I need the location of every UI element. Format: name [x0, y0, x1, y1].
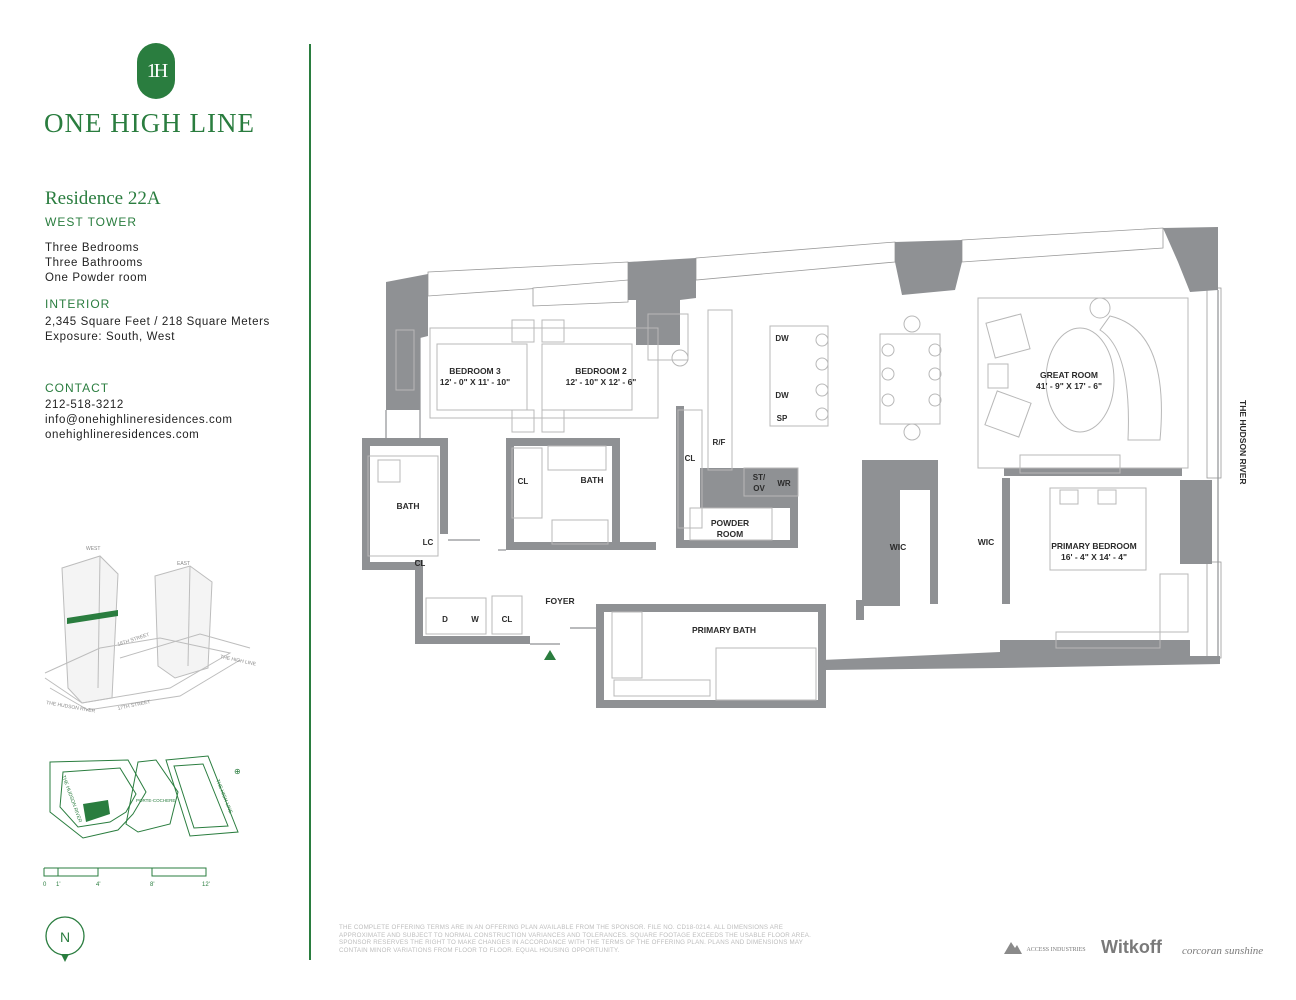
room-powder-1: POWDER — [711, 518, 749, 528]
access-industries-text: ACCESS INDUSTRIES — [1026, 947, 1086, 953]
fixture-lc: LC — [423, 538, 434, 547]
fixture-w: W — [471, 615, 479, 624]
room-bath-mid: BATH — [581, 475, 604, 485]
street-label: 18TH STREET — [117, 632, 151, 648]
site-label: THE HUDSON RIVER — [60, 775, 83, 824]
compass-icon: N — [45, 916, 85, 962]
fixture-st: ST/ — [753, 473, 766, 482]
room-primary-bedroom-name: PRIMARY BEDROOM — [1051, 541, 1136, 551]
interior-area: 2,345 Square Feet / 218 Square Meters — [45, 316, 270, 328]
corcoran-sunshine-logo: corcoran sunshine — [1182, 945, 1264, 957]
key-plan-towers: WEST EAST 18TH STREET THE HIGH LINE THE … — [44, 546, 257, 713]
site-plan: THE HUDSON RIVER PORTE-COCHERE THE HIGH … — [49, 755, 241, 839]
scale-tick: 4' — [96, 882, 100, 888]
fixture-ov: OV — [753, 484, 765, 493]
contact-phone[interactable]: 212-518-3212 — [45, 399, 124, 411]
feature-item: Three Bathrooms — [45, 257, 143, 269]
scale-tick: 8' — [150, 882, 154, 888]
unit-floor-highlight — [67, 610, 118, 624]
scale-bar: 0 1' 4' 8' 12' — [43, 867, 210, 888]
furniture — [367, 297, 1189, 701]
room-great-name: GREAT ROOM — [1040, 370, 1098, 380]
room-bedroom3-dims: 12' - 0" X 11' - 10" — [440, 377, 510, 387]
room-primary-bedroom-dims: 16' - 4" X 14' - 4" — [1061, 552, 1127, 562]
interior-heading: INTERIOR — [45, 297, 111, 311]
sidebar: 1H ONE HIGH LINE Residence 22A WEST TOWE… — [0, 0, 310, 1000]
fixture-cl: CL — [518, 477, 529, 486]
site-label: THE HIGH LINE — [214, 779, 233, 816]
fixture-cl: CL — [502, 615, 513, 624]
sidebar-divider — [309, 44, 311, 960]
room-wic-2: WIC — [978, 537, 995, 547]
street-label: 17TH STREET — [117, 699, 151, 712]
monogram-logo: 1H — [137, 43, 175, 99]
room-foyer: FOYER — [545, 596, 574, 606]
room-primary-bath: PRIMARY BATH — [692, 625, 756, 635]
room-bath-west: BATH — [397, 501, 420, 511]
brand-name: ONE HIGH LINE — [44, 108, 255, 138]
street-label: THE HIGH LINE — [220, 654, 257, 668]
room-powder-2: ROOM — [717, 529, 743, 539]
room-bedroom2-dims: 12' - 10" X 12' - 6" — [566, 377, 637, 387]
feature-list: Three Bedrooms Three Bathrooms One Powde… — [45, 241, 147, 286]
compass-label: N — [60, 929, 70, 945]
interior-details: 2,345 Square Feet / 218 Square Meters Ex… — [45, 315, 270, 345]
room-wic-1: WIC — [890, 542, 907, 552]
site-label: PORTE-COCHERE — [136, 798, 175, 803]
room-bedroom2-name: BEDROOM 2 — [575, 366, 627, 376]
contact-website[interactable]: onehighlineresidences.com — [45, 429, 200, 441]
room-great-dims: 41' - 9" X 17' - 6" — [1036, 381, 1102, 391]
unit-site-highlight — [83, 800, 110, 822]
fixture-cl: CL — [685, 454, 696, 463]
contact-details: 212-518-3212 info@onehighlineresidences.… — [45, 398, 233, 443]
floor-plan: BEDROOM 3 12' - 0" X 11' - 10" BEDROOM 2… — [362, 227, 1248, 708]
legal-disclaimer: THE COMPLETE OFFERING TERMS ARE IN AN OF… — [339, 924, 812, 954]
monogram-text: 1H — [146, 59, 169, 82]
fixture-dw: DW — [775, 391, 789, 400]
tower-label: WEST TOWER — [45, 215, 138, 229]
key-plan-west-label: WEST — [86, 546, 100, 552]
fixture-d: D — [442, 615, 448, 624]
north-arrow-icon: ⊕ — [234, 767, 241, 776]
fixture-cl: CL — [415, 559, 426, 568]
room-labels: BEDROOM 3 12' - 0" X 11' - 10" BEDROOM 2… — [397, 366, 1137, 635]
feature-item: Three Bedrooms — [45, 242, 140, 254]
residence-title: Residence 22A — [45, 188, 161, 209]
entry-marker-icon — [544, 650, 556, 660]
key-plan-east-label: EAST — [177, 561, 190, 567]
feature-item: One Powder room — [45, 272, 148, 284]
river-label: THE HUDSON RIVER — [1238, 400, 1248, 485]
fixture-wr: WR — [777, 479, 791, 488]
mountain-icon — [1004, 942, 1022, 954]
fixture-dw: DW — [775, 334, 789, 343]
interior-exposure: Exposure: South, West — [45, 331, 176, 343]
fixture-rf: R/F — [713, 438, 726, 447]
contact-email[interactable]: info@onehighlineresidences.com — [45, 414, 233, 426]
fixture-sp: SP — [777, 414, 788, 423]
scale-tick: 1' — [56, 882, 60, 888]
fixture-labels: CL CL CL CL LC D W DW DW SP R/F ST/ OV W… — [415, 334, 791, 624]
room-bedroom3-name: BEDROOM 3 — [449, 366, 501, 376]
scale-tick: 0 — [43, 882, 47, 888]
access-industries-logo: ACCESS INDUSTRIES — [1004, 940, 1086, 959]
contact-heading: CONTACT — [45, 381, 110, 395]
scale-tick: 12' — [202, 882, 210, 888]
witkoff-logo: Witkoff — [1101, 937, 1162, 957]
